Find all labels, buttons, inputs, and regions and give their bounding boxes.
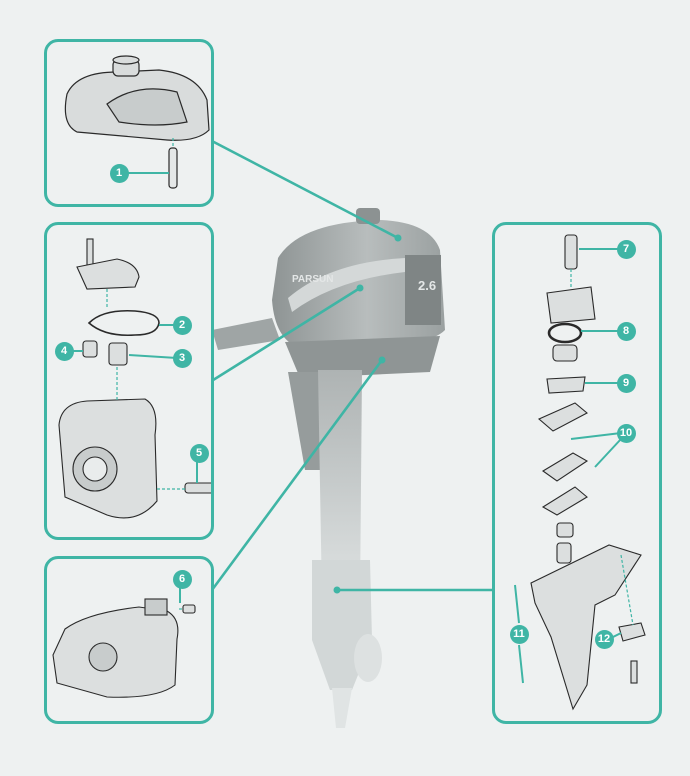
motor-brand-text: PARSUN: [292, 274, 333, 285]
leader-dot-lower: [333, 586, 341, 594]
callout-badge: 5: [189, 443, 209, 463]
pump-cover: [76, 258, 140, 290]
lower-unit-drawing: [514, 234, 646, 711]
callout-badge: 8: [616, 321, 636, 341]
bushing: [556, 522, 574, 538]
gearcase-bolt: [630, 660, 638, 684]
callout-badge: 3: [172, 348, 192, 368]
gasket-plate: [541, 486, 588, 516]
leader-dot-block: [378, 356, 386, 364]
callout-badge: 7: [616, 239, 636, 259]
pump-housing: [546, 286, 596, 324]
anode-part: [618, 622, 646, 642]
callout-badge: 1: [109, 163, 129, 183]
spring-part: [82, 340, 98, 358]
top-cover-drawing: [64, 55, 210, 189]
gearcase: [530, 544, 642, 711]
carburetor-drawing: [58, 238, 211, 519]
panel-carburetor: 2 3 4 5: [44, 222, 214, 540]
drive-shaft-housing: [318, 370, 362, 600]
panel-top-cover: 1: [44, 39, 214, 207]
pump-plate: [541, 452, 589, 482]
top-cover-pin: [168, 147, 178, 189]
propeller: [354, 634, 382, 682]
hood-side-panel: [405, 255, 441, 325]
leader-line-top: [209, 138, 399, 240]
gasket: [87, 309, 160, 337]
tube-part: [564, 234, 578, 270]
panel-lower-unit: 7 8 9 10 11 12: [492, 222, 662, 724]
callout-badge: 11: [509, 624, 529, 644]
valve-part: [108, 342, 128, 366]
callout-badge: 2: [172, 315, 192, 335]
skeg: [332, 688, 352, 728]
hood-stripe: [288, 258, 405, 312]
leader-dot-carb: [356, 284, 364, 292]
impeller-cup: [552, 344, 578, 362]
spark-plug: [184, 482, 211, 494]
motor-model-text: 2.6: [418, 278, 436, 293]
callout-badge: 9: [616, 373, 636, 393]
engine-lower-cover: [285, 336, 440, 378]
leader-line-block: [210, 359, 384, 591]
callout-badge: 10: [616, 423, 636, 443]
plate-part: [537, 402, 588, 432]
leader-dot-top: [394, 234, 402, 242]
screw: [86, 238, 94, 266]
callout-badge: 4: [54, 341, 74, 361]
impeller: [546, 376, 586, 394]
leader-line-carb: [209, 286, 361, 384]
panel-cylinder-block: 6: [44, 556, 214, 724]
washer-bolt: [182, 604, 196, 614]
callout-badge: 6: [172, 569, 192, 589]
callout-badge: 12: [594, 629, 614, 649]
sleeve: [556, 542, 572, 564]
o-ring: [547, 322, 583, 344]
tiller-handle: [212, 318, 280, 350]
